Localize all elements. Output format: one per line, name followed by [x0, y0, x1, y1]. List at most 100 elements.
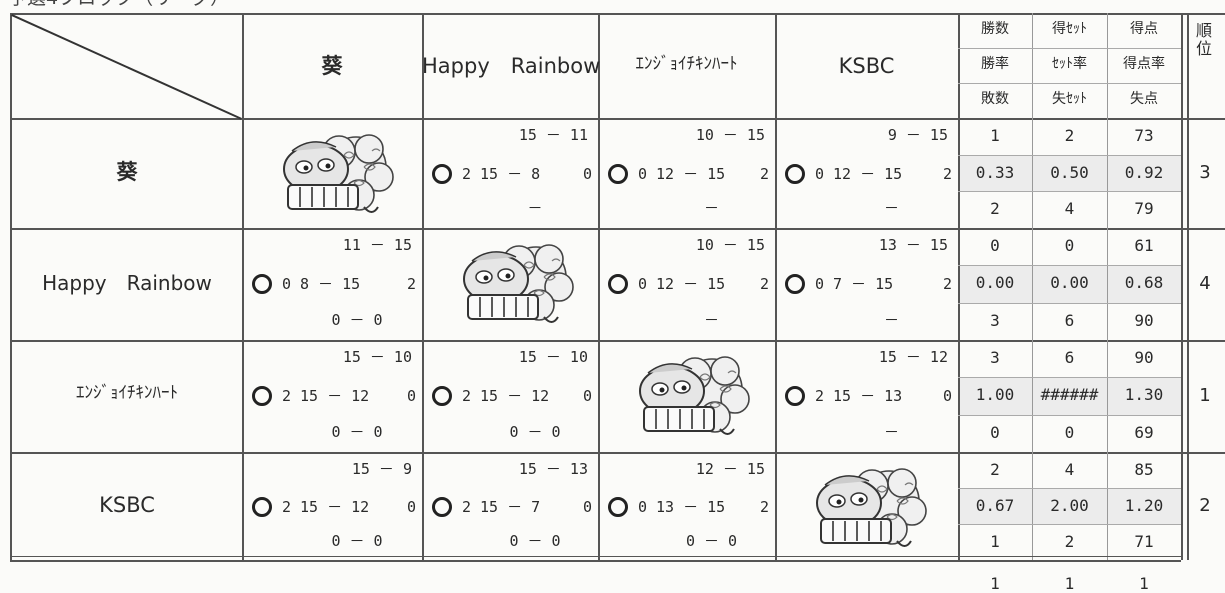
sets-lost: 0: [407, 498, 417, 516]
grid-hline: [10, 556, 1181, 557]
page-title: 予選4ブロック（リーグ）: [8, 0, 229, 8]
sets-won: 0: [282, 275, 292, 294]
grid-subline: [958, 265, 1181, 267]
set-score-2: 15 － 12: [300, 498, 370, 516]
set-score-1: 15 － 10: [518, 348, 588, 366]
stat-value: 69: [1134, 422, 1154, 442]
stat-value: 3: [990, 310, 1000, 330]
grid-subline: [958, 377, 1181, 379]
set-score-1: 15 － 11: [518, 126, 588, 144]
grid-subline: [958, 488, 1181, 489]
grid-subline: [958, 414, 1181, 416]
sets-won: 0: [638, 275, 648, 294]
set-score-3: 0 － 0: [509, 422, 561, 441]
set-score-3: 0 － 0: [331, 532, 383, 550]
win-loss-circle-icon: [608, 497, 628, 517]
sets-won: 0: [638, 498, 648, 516]
set-score-3: －: [703, 199, 719, 218]
stat-value: 1.30: [1124, 385, 1164, 405]
grid-hline: [1181, 228, 1225, 230]
win-loss-circle-icon: [252, 497, 272, 517]
stat-header-label: 失点: [1130, 91, 1158, 107]
sets-won: 2: [282, 498, 292, 516]
grid-subline: [958, 83, 1181, 84]
set-score-2: 15 － 13: [833, 387, 903, 406]
stat-value: 2: [990, 460, 1000, 479]
row-header-1: 葵: [116, 160, 138, 184]
footer-value: 1: [1139, 574, 1149, 593]
set-score-1: 9 － 15: [887, 126, 948, 144]
grid-subline: [958, 524, 1181, 525]
set-score-2: 7 － 15: [833, 275, 894, 294]
rank-value: 2: [1199, 495, 1211, 516]
column-header-2: Happy Rainbow: [422, 54, 601, 78]
sets-lost: 2: [943, 164, 953, 183]
stat-value: 73: [1134, 126, 1154, 145]
win-loss-circle-icon: [785, 386, 805, 407]
set-score-3: －: [883, 199, 899, 218]
sets-won: 0: [815, 275, 825, 294]
stat-header-label: 勝率: [981, 56, 1009, 72]
stat-value: 4: [1064, 460, 1075, 479]
grid-hline: [10, 13, 1181, 15]
footer-value: 1: [1064, 574, 1075, 593]
set-score-1: 13 － 15: [878, 236, 948, 254]
win-loss-circle-icon: [252, 386, 272, 407]
grid-hline: [10, 560, 1181, 562]
set-score-2: 12 － 15: [833, 164, 903, 183]
stat-header-label: 勝数: [981, 21, 1009, 37]
set-score-1: 15 － 12: [878, 348, 948, 366]
stat-value: 0: [990, 422, 1000, 442]
column-header-4: KSBC: [838, 54, 895, 78]
stat-header-label: 失ｾｯﾄ: [1052, 91, 1087, 107]
stat-value: 2: [1064, 126, 1075, 145]
stats-shade: [958, 154, 1181, 192]
stat-value: 1.20: [1124, 496, 1164, 515]
win-loss-circle-icon: [785, 274, 805, 295]
stat-value: 3: [990, 348, 1000, 367]
stat-value: 0.68: [1124, 273, 1164, 293]
set-score-1: 10 － 15: [695, 126, 765, 144]
column-header-3: ｴﾝｼﾞｮｲﾁｷﾝﾊｰﾄ: [635, 54, 738, 74]
stat-value: 2.00: [1050, 496, 1089, 515]
grid-subline: [958, 191, 1181, 193]
grid-hline: [10, 340, 1181, 342]
sets-won: 2: [462, 498, 472, 516]
grid-vline: [1032, 13, 1033, 560]
sets-lost: 0: [583, 164, 593, 183]
sets-lost: 2: [760, 498, 770, 516]
stat-value: 90: [1134, 348, 1154, 367]
stat-value: 2: [1064, 532, 1075, 551]
set-score-3: －: [883, 422, 899, 441]
set-score-1: 15 － 13: [518, 460, 588, 478]
rank-value: 3: [1199, 162, 1211, 183]
grid-hline: [10, 452, 1181, 454]
grid-hline: [10, 118, 1181, 120]
sheep-illustration: [620, 349, 760, 441]
set-score-3: 0 － 0: [331, 310, 383, 329]
stat-value: 6: [1064, 310, 1075, 330]
sets-lost: 2: [943, 275, 953, 294]
sets-won: 2: [462, 164, 472, 183]
grid-vline: [598, 13, 600, 560]
grid-vline: [422, 13, 424, 560]
stat-value: 1: [990, 126, 1000, 145]
sets-lost: 0: [583, 387, 593, 406]
win-loss-circle-icon: [608, 163, 628, 184]
stat-value: 61: [1134, 236, 1154, 255]
grid-vline: [1107, 13, 1108, 560]
stat-header-label: 得点率: [1123, 56, 1165, 72]
stats-shade: [958, 488, 1181, 524]
stat-value: 0: [1064, 422, 1075, 442]
row-header-4: KSBC: [99, 493, 155, 517]
set-score-3: 0 － 0: [509, 532, 561, 550]
win-loss-circle-icon: [432, 497, 452, 517]
grid-subline: [958, 302, 1181, 304]
stat-value: 1.00: [975, 385, 1015, 405]
set-score-3: －: [883, 310, 899, 329]
set-score-2: 12 － 15: [656, 164, 726, 183]
set-score-2: 12 － 15: [656, 275, 726, 294]
stat-value: 0.50: [1050, 162, 1089, 182]
grid-hline: [10, 228, 1181, 230]
rank-value: 1: [1199, 385, 1211, 406]
